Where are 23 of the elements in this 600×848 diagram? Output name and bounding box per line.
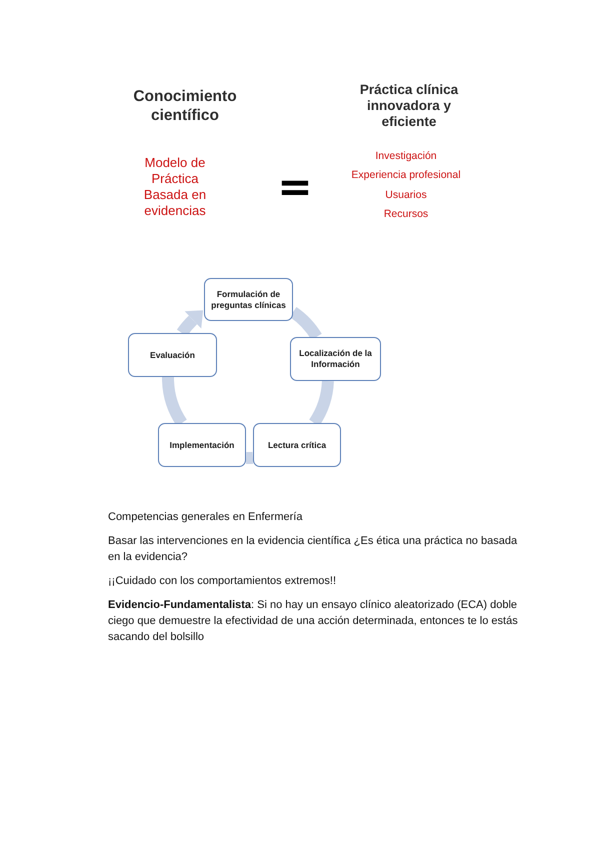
paragraph: Competencias generales en Enfermería	[108, 510, 304, 525]
list-item: Experiencia profesional	[350, 169, 462, 182]
paragraph: Evidencio-Fundamentalista: Si no hay un ensayo clínico aleatorizado (ECA) doble ciego que demuestre la efectividad de una acción determinada, entonces te lo estás sacando del bolsillo	[108, 598, 519, 645]
step-label: Lectura crítica	[268, 440, 326, 450]
list-item: Usuarios	[384, 189, 428, 202]
process-box	[158, 423, 246, 467]
process-box	[128, 333, 217, 377]
step-label: Evaluación	[150, 350, 195, 360]
equals-sign: =	[276, 167, 314, 207]
paragraph: ¡¡Cuidado con los comportamientos extremos!!	[108, 574, 338, 589]
step-label: Implementación	[170, 440, 234, 450]
heading: Conocimiento científico	[132, 87, 238, 125]
definition-text: Modelo de Práctica Basada en evidencias	[142, 155, 208, 219]
heading: Práctica clínica innovadora y eficiente	[358, 82, 460, 130]
process-box	[253, 423, 341, 467]
list-item: Recursos	[382, 208, 430, 221]
paragraph: Basar las intervenciones en la evidencia científica ¿Es ética una práctica no basada en la evidencia?	[108, 534, 518, 565]
cycle-arc	[246, 452, 254, 464]
process-box	[204, 278, 293, 321]
process-box	[290, 337, 381, 381]
list-item: Investigación	[374, 150, 438, 163]
step-label: Formulación de preguntas clínicas	[210, 288, 287, 310]
step-label: Localización de la Información	[298, 348, 373, 370]
